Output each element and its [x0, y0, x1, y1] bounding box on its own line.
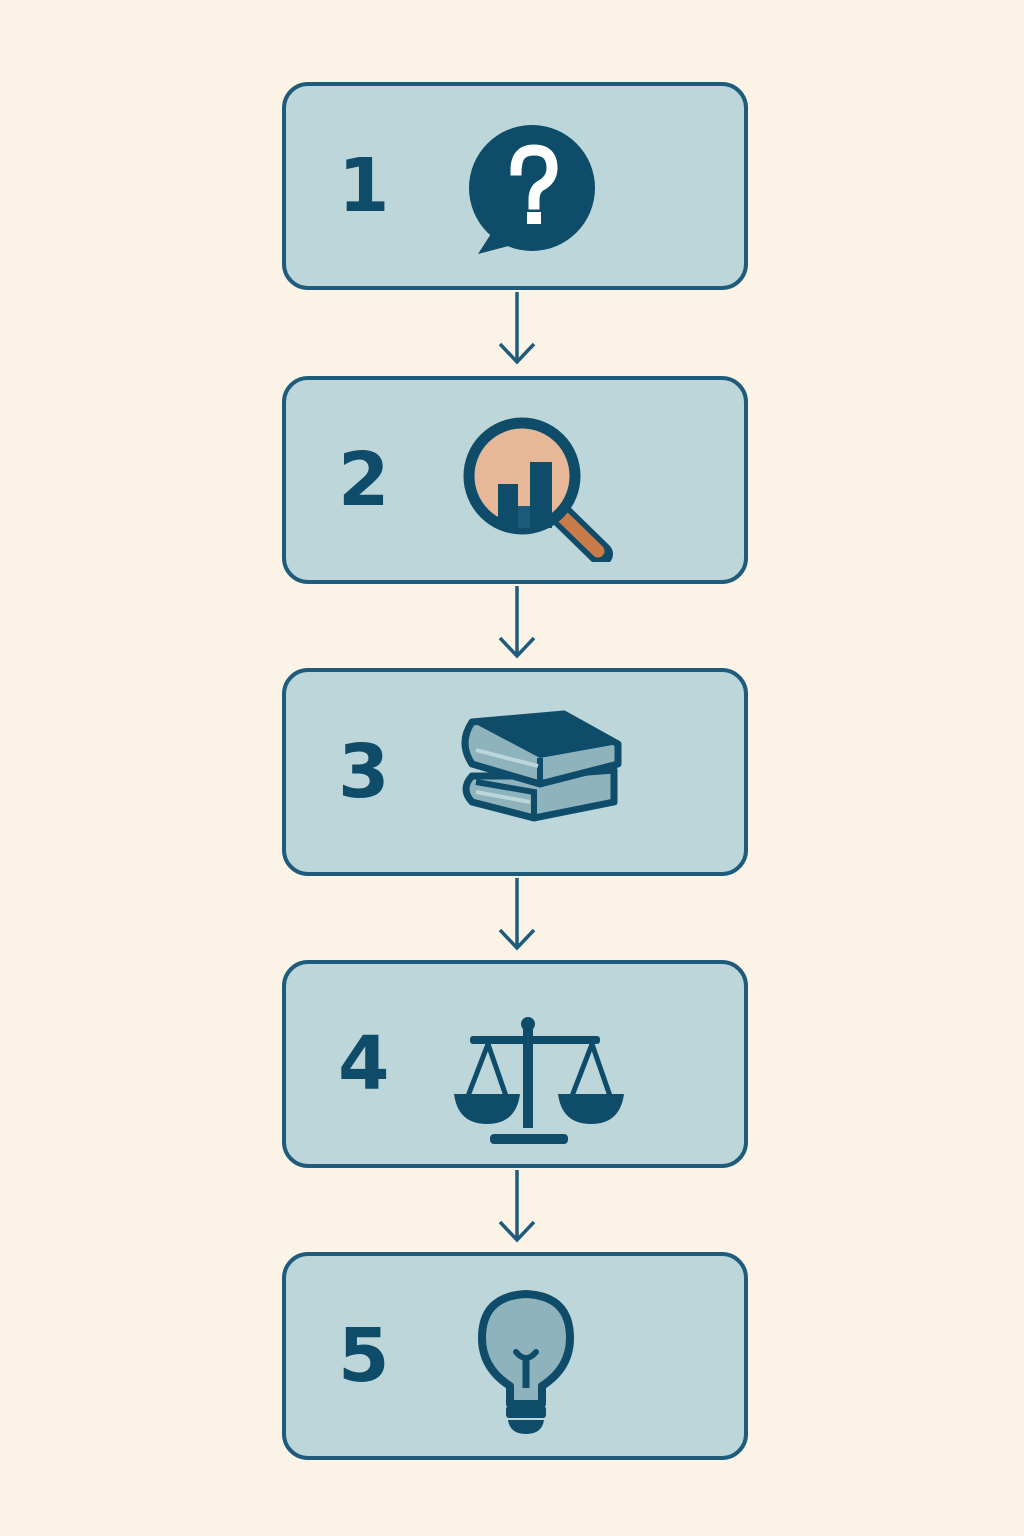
flow-arrow [497, 1170, 537, 1246]
step-1-box: 1 [282, 82, 748, 290]
step-3-box: 3 [282, 668, 748, 876]
books-stack-icon [454, 694, 626, 854]
step-5-box: 5 [282, 1252, 748, 1460]
flow-arrow [497, 292, 537, 368]
flow-arrow [497, 878, 537, 954]
step-number: 3 [338, 729, 390, 815]
step-number: 5 [338, 1313, 390, 1399]
lightbulb-icon [454, 1278, 626, 1438]
magnifier-bar-chart-icon [454, 402, 626, 562]
step-2-box: 2 [282, 376, 748, 584]
step-number: 1 [338, 143, 390, 229]
question-speech-bubble-icon [454, 108, 626, 268]
step-number: 2 [338, 437, 390, 523]
flow-arrow [497, 586, 537, 662]
step-4-box: 4 [282, 960, 748, 1168]
balance-scale-icon [454, 986, 626, 1146]
step-number: 4 [338, 1021, 390, 1107]
